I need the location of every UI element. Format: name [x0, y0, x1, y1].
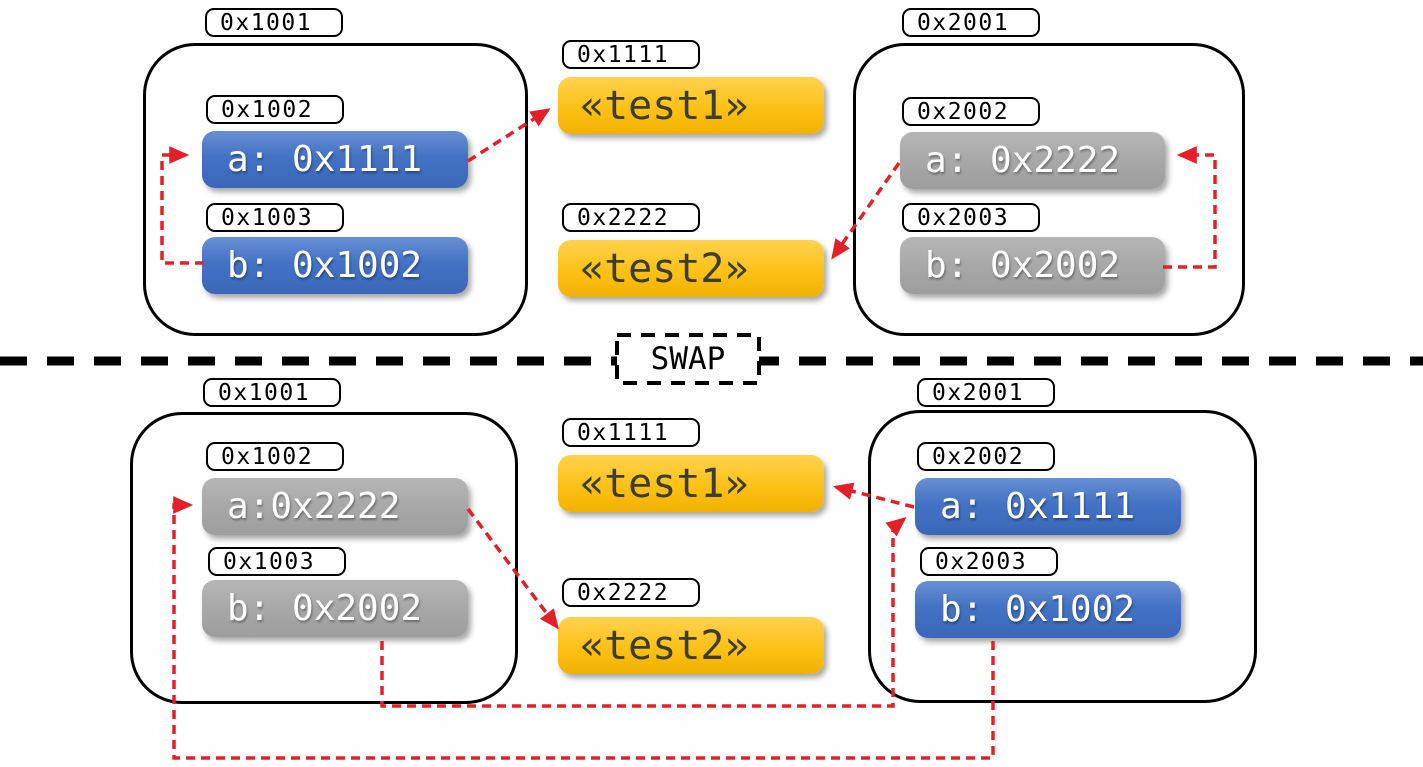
before-right-slot-a-box: a: 0x2222	[900, 132, 1165, 189]
after-right-slot-b-addr: 0x2003	[920, 547, 1058, 576]
swap-badge: SWAP	[650, 341, 726, 377]
before-left-slot-a-box: a: 0x1111	[202, 131, 468, 188]
after-right-slot-b-box: b: 0x1002	[915, 581, 1181, 638]
after-right-frame-addr: 0x2001	[917, 378, 1055, 407]
before-heap-test2-addr: 0x2222	[562, 203, 700, 232]
before-right-slot-b-addr: 0x2003	[902, 203, 1040, 232]
before-left-frame-addr: 0x1001	[205, 8, 343, 37]
before-left-slot-a-addr: 0x1002	[206, 95, 344, 124]
before-heap-test2-box: «test2»	[558, 240, 824, 297]
before-left-slot-b-addr: 0x1003	[206, 203, 344, 232]
before-right-slot-a-addr: 0x2002	[902, 97, 1040, 126]
after-right-slot-a-addr: 0x2002	[917, 442, 1055, 471]
after-left-slot-a-box: a:0x2222	[202, 478, 468, 535]
after-left-frame-addr: 0x1001	[203, 378, 341, 407]
after-left-slot-a-addr: 0x1002	[206, 442, 344, 471]
after-left-slot-b-addr: 0x1003	[208, 547, 346, 576]
after-heap-test2-addr: 0x2222	[562, 578, 700, 607]
after-right-slot-a-box: a: 0x1111	[915, 478, 1181, 535]
before-heap-test1-addr: 0x1111	[562, 40, 700, 69]
after-heap-test1-addr: 0x1111	[562, 418, 700, 447]
after-left-slot-b-box: b: 0x2002	[202, 580, 468, 637]
before-right-frame-addr: 0x2001	[902, 8, 1040, 37]
before-right-slot-b-box: b: 0x2002	[900, 237, 1165, 294]
before-left-slot-b-box: b: 0x1002	[202, 237, 468, 294]
before-heap-test1-box: «test1»	[558, 77, 824, 134]
after-heap-test2-box: «test2»	[558, 617, 824, 674]
after-heap-test1-box: «test1»	[558, 455, 824, 512]
